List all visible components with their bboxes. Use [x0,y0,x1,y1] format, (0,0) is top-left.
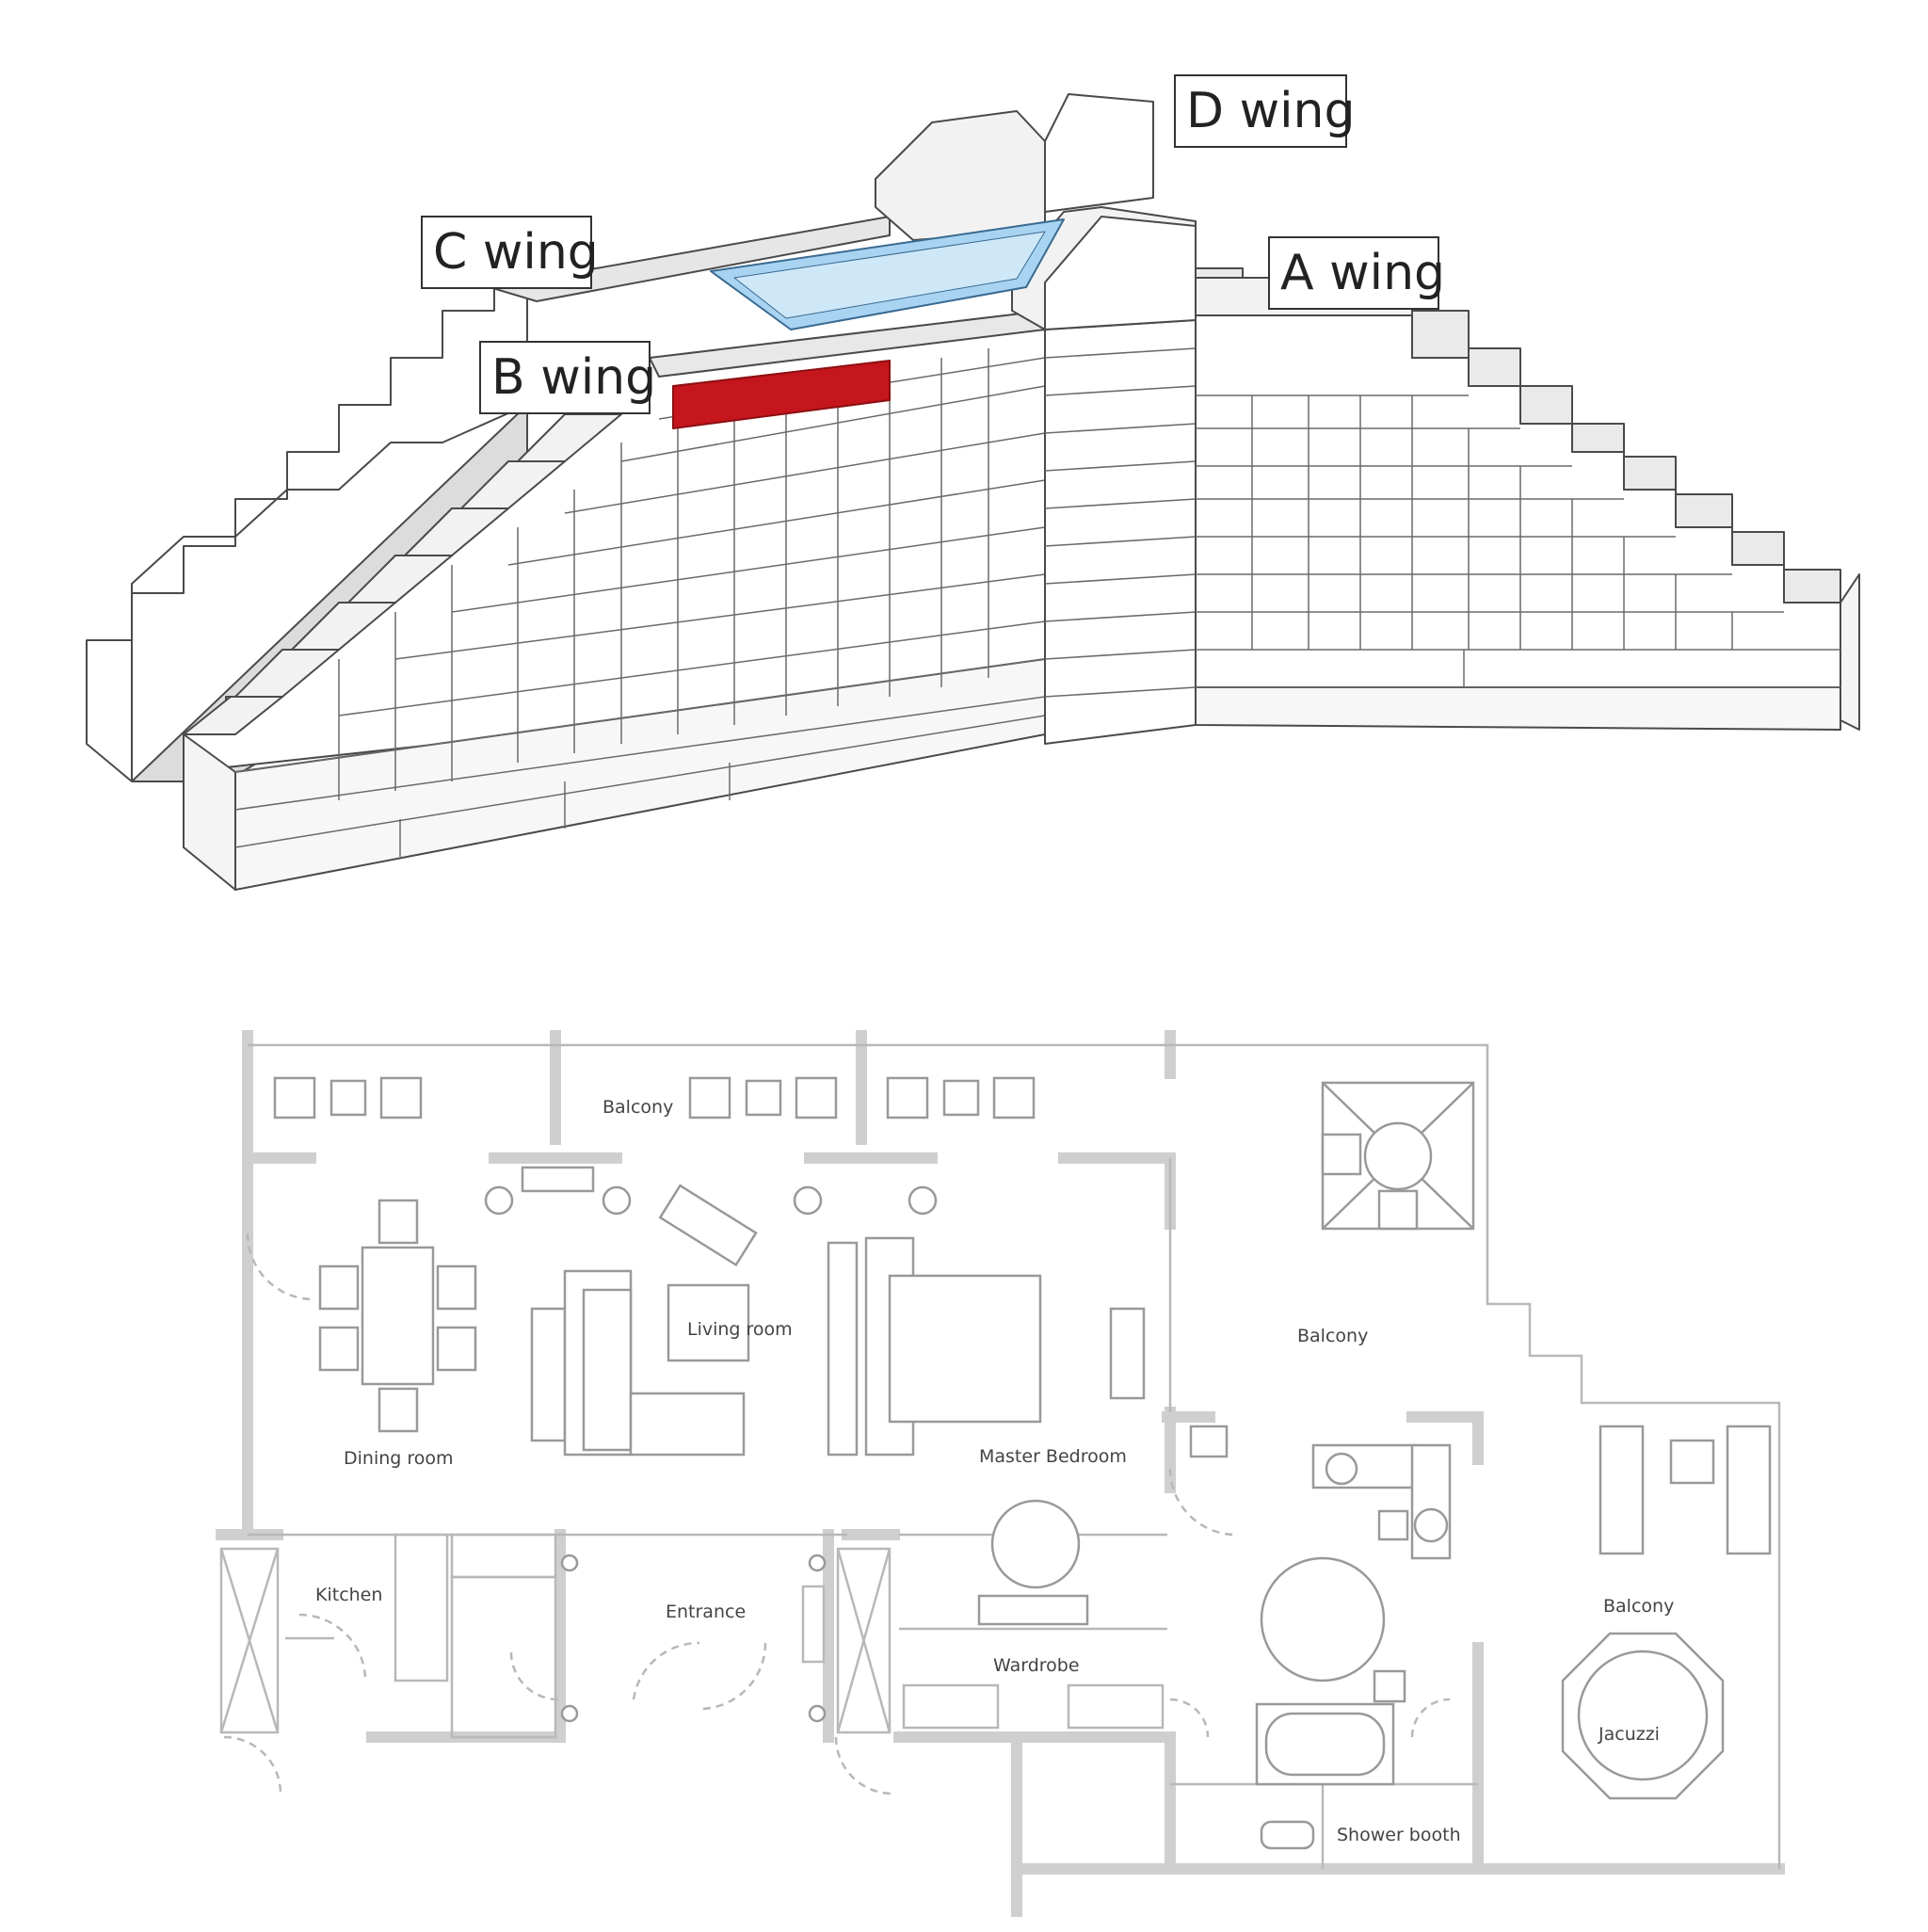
c-wing-label: C wing [433,224,599,281]
balcony-far-label: Balcony [1603,1596,1674,1617]
living-furniture [318,1166,1146,1723]
master-bedroom-label: Master Bedroom [979,1446,1127,1467]
balcony-chairs [273,1076,1036,1119]
floor-plan: Balcony Living room Dining room Master B… [216,1030,1785,1917]
jacuzzi-label: Jacuzzi [1598,1724,1660,1745]
room-labels: Balcony Living room Dining room Master B… [315,1097,1674,1845]
d-wing-roof-block-2 [1044,93,1154,213]
d-wing-roof-block-3-face [1044,216,1197,330]
a-wing-label-box [1268,236,1439,310]
c-wing-label-box [421,216,592,289]
d-wing-label-box [1174,74,1347,148]
building-isometric [86,93,1860,891]
a-wing-end [1840,573,1860,731]
balcony-top-label: Balcony [602,1097,673,1118]
balcony-right-label: Balcony [1297,1326,1368,1346]
d-wing-label: D wing [1186,83,1356,139]
rooftop-pool-inner [733,231,1046,319]
kitchen-label: Kitchen [315,1585,382,1605]
wardrobe-label: Wardrobe [993,1655,1080,1676]
bath-furniture [1189,1081,1772,1850]
c-wing-stairs [86,282,528,782]
a-wing-steps [1411,310,1841,604]
d-wing-roof-block-1 [875,110,1046,241]
highlighted-suite [672,360,891,429]
b-wing-label-box [479,341,651,414]
shower-booth-label: Shower booth [1337,1825,1461,1845]
a-wing-grid [1196,394,1840,688]
a-wing-label: A wing [1280,245,1445,301]
d-wing-column [1044,310,1197,745]
living-room-label: Living room [687,1319,793,1340]
entrance-label: Entrance [666,1602,746,1622]
floor-plan-walls [216,1030,1785,1917]
d-wing-column-grid [1044,347,1197,698]
b-wing-label: B wing [491,349,656,406]
wing-labels: C wing B wing D wing A wing [421,74,1445,414]
b-wing-grid [234,348,1046,857]
a-wing-base [1195,686,1841,731]
dining-room-label: Dining room [344,1448,454,1469]
